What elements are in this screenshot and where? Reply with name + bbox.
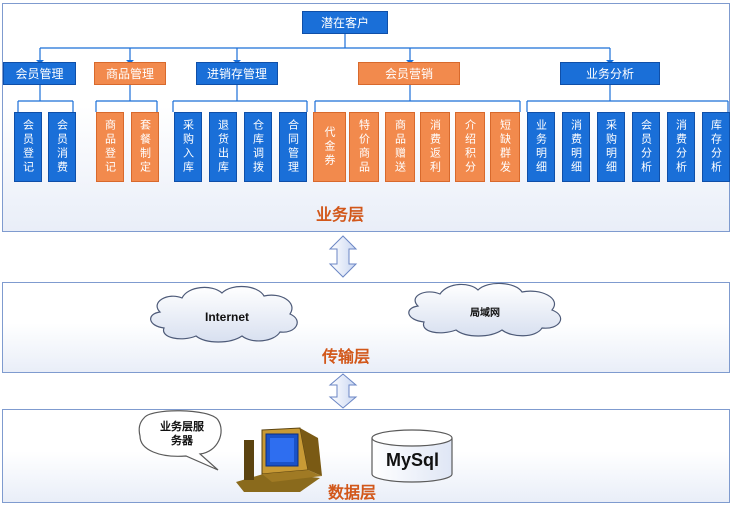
transport-layer-panel [2,282,730,373]
item-label: 消费明细 [569,119,583,175]
item-member-consume: 会员消费 [48,112,76,182]
server-computer-icon [236,427,322,492]
item-warehouse-transfer: 仓库调拨 [244,112,272,182]
item-label: 消费返利 [428,119,442,175]
item-label: 会员分析 [639,119,653,175]
item-label: 代金券 [323,126,336,168]
item-consume-analysis: 消费分析 [667,112,695,182]
lan-cloud [408,282,562,337]
item-label: 套餐制定 [138,119,152,175]
item-consume-rebate: 消费返利 [420,112,450,182]
item-package-setup: 套餐制定 [131,112,159,182]
item-return-out: 退货出库 [209,112,237,182]
item-special-product: 特价商品 [349,112,379,182]
item-label: 业务明细 [534,119,548,175]
category-label: 进销存管理 [206,67,267,81]
item-label: 库存分析 [709,119,723,175]
item-product-gift: 商品赠送 [385,112,415,182]
item-label: 会员登记 [21,119,35,175]
lan-label: 局域网 [470,308,500,319]
mysql-database-icon [371,429,453,483]
item-referral-points: 介绍积分 [455,112,485,182]
category-label: 会员管理 [15,67,64,81]
double-arrow-transport-data [328,373,358,409]
root-node-label: 潜在客户 [320,16,369,30]
transport-layer-label: 传输层 [322,347,371,366]
item-label: 消费分析 [674,119,688,175]
category-business-analysis: 业务分析 [560,62,660,85]
item-contract-management: 合同管理 [279,112,307,182]
category-inventory-management: 进销存管理 [196,62,278,85]
category-connectors [17,85,729,112]
item-purchase-in: 采购入库 [174,112,202,182]
item-business-detail: 业务明细 [527,112,555,182]
data-layer-panel [2,409,730,503]
root-node-potential-customer: 潜在客户 [302,11,388,34]
item-label: 仓库调拨 [251,119,265,175]
item-label: 介绍积分 [463,119,477,175]
mysql-label: MySql [386,450,440,470]
item-product-register: 商品登记 [96,112,124,182]
item-label: 采购入库 [181,119,195,175]
category-member-management: 会员管理 [3,62,76,85]
item-label: 采购明细 [604,119,618,175]
item-label: 商品赠送 [393,119,407,175]
item-member-register: 会员登记 [14,112,42,182]
item-label: 商品登记 [103,119,117,175]
item-label: 会员消费 [55,119,69,175]
item-label: 退货出库 [216,119,230,175]
category-member-marketing: 会员营销 [358,62,460,85]
item-consume-detail: 消费明细 [562,112,590,182]
internet-label: Internet [205,310,250,324]
category-label: 商品管理 [105,67,154,81]
item-inventory-analysis: 库存分析 [702,112,730,182]
item-voucher: 代金券 [313,112,346,182]
item-purchase-detail: 采购明细 [597,112,625,182]
item-label: 特价商品 [357,119,371,175]
root-connectors [39,34,611,62]
item-label: 短缺群发 [498,119,512,175]
server-bubble-label: 业务层服务器 [160,420,204,447]
server-speech-bubble [138,410,222,471]
item-label: 合同管理 [286,119,300,175]
item-member-analysis: 会员分析 [632,112,660,182]
double-arrow-business-transport [328,235,358,278]
category-label: 会员营销 [384,67,433,81]
item-shortage-broadcast: 短缺群发 [490,112,520,182]
business-layer-label: 业务层 [316,205,365,224]
internet-cloud [150,286,298,343]
data-layer-label: 数据层 [328,483,377,502]
category-label: 业务分析 [585,67,634,81]
category-product-management: 商品管理 [94,62,166,85]
